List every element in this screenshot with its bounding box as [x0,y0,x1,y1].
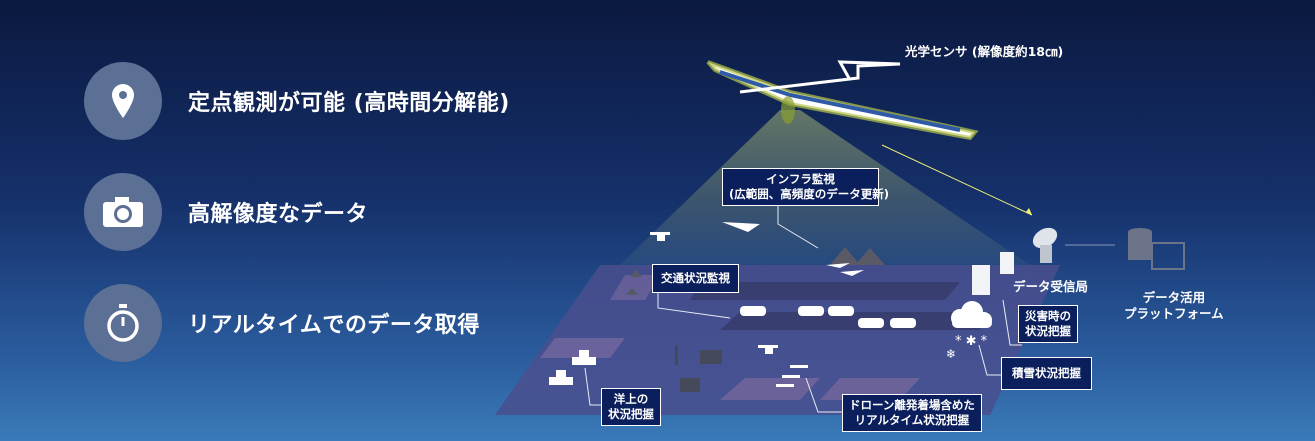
database-icon [1128,228,1152,260]
callout-infrastructure: インフラ監視 (広範囲、高頻度のデータ更新) [722,168,890,206]
callout-traffic: 交通状況監視 [652,264,739,293]
stopwatch-icon [84,284,162,362]
feature-label: 定点観測が可能 (高時間分解能) [188,91,510,116]
callout-line: インフラ監視 [766,172,835,186]
monitor-icon [1151,242,1185,270]
callout-line: 状況把握 [608,407,654,421]
ship-icon [549,350,596,385]
feature-label: リアルタイムでのデータ取得 [188,313,480,338]
camera-icon [84,173,162,251]
feature-high-resolution: 高解像度なデータ [84,173,368,251]
car-icon [740,306,916,328]
feature-realtime: リアルタイムでのデータ取得 [84,284,480,362]
satellite-dish-icon [1032,227,1058,263]
callout-line: ドローン離発着場含めた [849,398,975,412]
callout-disaster: 災害時の 状況把握 [1018,305,1078,343]
plane-icon [706,60,979,141]
platform-line: データ活用 [1142,290,1206,305]
callout-line: 洋上の [613,392,649,406]
callout-line: 災害時の [1025,309,1071,323]
platform-line: プラットフォーム [1124,306,1224,321]
sensor-label: 光学センサ (解像度約18㎝) [905,44,1064,59]
callout-line: リアルタイム状況把握 [854,413,970,427]
feature-label: 高解像度なデータ [188,202,369,227]
callout-snow: 積雪状況把握 [1001,357,1092,390]
platform-label: データ活用 プラットフォーム [1124,290,1224,322]
callout-line: 状況把握 [1025,324,1071,338]
mountain-icon [830,247,885,265]
drone-icon [650,232,808,387]
callout-drone: ドローン離発着場含めた リアルタイム状況把握 [842,394,982,432]
airplane-icon [722,222,864,276]
cloud-icon [951,301,992,328]
house-icon [626,270,642,295]
callout-line: (広範囲、高頻度のデータ更新) [729,187,890,201]
callout-ocean: 洋上の 状況把握 [601,388,661,426]
feature-fixed-observation: 定点観測が可能 (高時間分解能) [84,62,510,140]
snow-icon: * ✱ * [955,334,988,349]
svg-text:❄: ❄ [946,347,956,361]
building-icon [972,252,1014,295]
ground-grid [495,265,1060,415]
map-pin-icon [84,62,162,140]
ground-station-label: データ受信局 [1013,279,1089,294]
factory-icon [675,345,722,392]
